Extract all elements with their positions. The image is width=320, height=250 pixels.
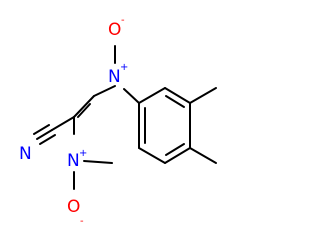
charge-n-top: + bbox=[120, 62, 128, 73]
bond-ntop-c3 bbox=[93, 85, 116, 97]
bond-c2-cn bbox=[51, 116, 75, 131]
bond-lines bbox=[33, 45, 217, 190]
bond-triple-2 bbox=[33, 124, 50, 135]
bond-c8a-c8 bbox=[138, 147, 166, 164]
bond-nbot-c8a bbox=[83, 160, 113, 164]
bond-c8-c7 bbox=[164, 147, 191, 164]
bond-c6-methyl bbox=[189, 87, 217, 104]
bond-c3-c2 bbox=[73, 95, 95, 118]
charge-o-bottom: - bbox=[80, 216, 84, 227]
bond-c4a-ntop bbox=[123, 88, 140, 104]
bond-triple-3 bbox=[39, 134, 56, 145]
bond-c8-c7-inner bbox=[165, 143, 185, 156]
structure-canvas: N + O - N + O - N bbox=[19, 15, 217, 227]
atom-n-bottom: N bbox=[67, 151, 80, 171]
bond-c5-c4a bbox=[138, 87, 166, 104]
bond-c7-methyl bbox=[189, 147, 217, 164]
charge-n-bottom: + bbox=[79, 148, 87, 159]
bond-c6-c5-inner bbox=[165, 95, 185, 108]
bond-triple-1 bbox=[36, 129, 53, 140]
charge-o-top: - bbox=[121, 15, 125, 26]
bond-c3-c2-inner bbox=[77, 103, 91, 118]
atom-n-nitrile: N bbox=[19, 144, 32, 164]
atom-o-bottom: O bbox=[67, 197, 80, 217]
bond-c6-c5 bbox=[164, 87, 191, 104]
atom-o-top: O bbox=[108, 20, 121, 40]
atom-n-top: N bbox=[108, 67, 121, 87]
molecule-drawing: N + O - N + O - N bbox=[19, 15, 217, 227]
